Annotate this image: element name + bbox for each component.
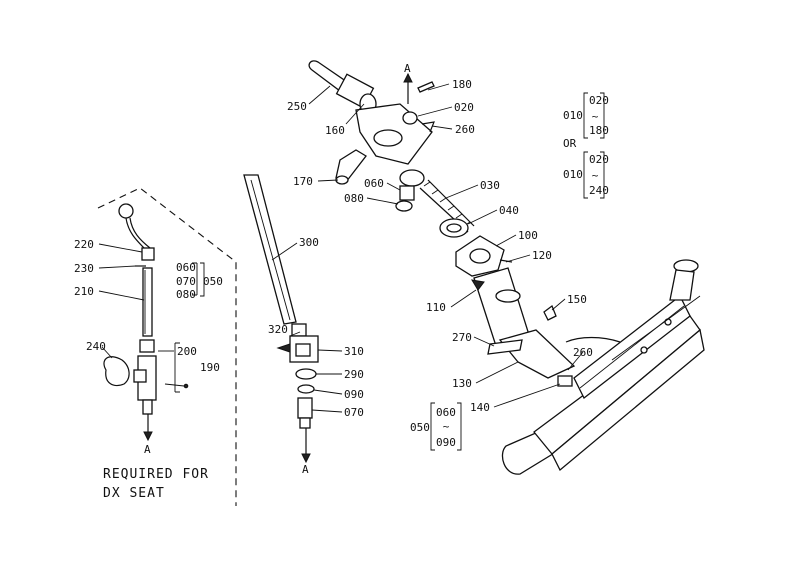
label-240: 240 xyxy=(86,340,106,353)
group-050-head: 050 xyxy=(203,275,223,288)
label-020: 020 xyxy=(454,101,474,114)
label-220: 220 xyxy=(74,238,94,251)
leader-lines-upper xyxy=(308,83,584,408)
label-060-mid: 060 xyxy=(364,177,384,190)
alternate-groups: ~ ~ ~ xyxy=(200,92,605,451)
label-270: 270 xyxy=(452,331,472,344)
label-030: 030 xyxy=(480,179,500,192)
part-labels: 250 160 A 180 020 260 170 060 080 030 04… xyxy=(74,62,609,476)
label-110: 110 xyxy=(426,301,446,314)
label-080-mid: 080 xyxy=(344,192,364,205)
label-130: 130 xyxy=(452,377,472,390)
alt2-head: 010 xyxy=(563,168,583,181)
alt1-head: 010 xyxy=(563,109,583,122)
label-310: 310 xyxy=(344,345,364,358)
group-050-080: 080 xyxy=(176,288,196,301)
label-a-mid: A xyxy=(302,463,309,476)
dx-seat-boundary xyxy=(97,187,237,506)
label-090-mid: 090 xyxy=(344,388,364,401)
label-120: 120 xyxy=(532,249,552,262)
note-line-1: REQUIRED FOR xyxy=(103,467,209,482)
label-290: 290 xyxy=(344,368,364,381)
base-frame xyxy=(501,259,705,475)
low050-head: 050 xyxy=(410,421,430,434)
low050-tilde: ~ xyxy=(443,420,450,433)
label-150: 150 xyxy=(567,293,587,306)
dx-seat-lever-assembly xyxy=(103,203,189,442)
label-200: 200 xyxy=(177,345,197,358)
label-140: 140 xyxy=(470,401,490,414)
alt2-tilde: ~ xyxy=(592,169,599,182)
low050-bottom: 090 xyxy=(436,436,456,449)
dx-seat-note: REQUIRED FOR DX SEAT xyxy=(103,467,209,501)
leader-lines-left xyxy=(98,243,198,393)
label-260-low: 260 xyxy=(573,346,593,359)
low050-top: 060 xyxy=(436,406,456,419)
label-070-mid: 070 xyxy=(344,406,364,419)
label-320: 320 xyxy=(268,323,288,336)
label-260-top: 260 xyxy=(455,123,475,136)
group-050-070: 070 xyxy=(176,275,196,288)
group-050-060: 060 xyxy=(176,261,196,274)
alt2-top: 020 xyxy=(589,153,609,166)
alt1-bottom: 180 xyxy=(589,124,609,137)
leader-lines-middle xyxy=(271,242,343,413)
alt1-tilde: ~ xyxy=(592,110,599,123)
upper-lever-assembly xyxy=(308,60,576,387)
alt1-top: 020 xyxy=(589,94,609,107)
label-100: 100 xyxy=(518,229,538,242)
shift-rod-assembly xyxy=(243,174,319,464)
label-a-left: A xyxy=(144,443,151,456)
label-040: 040 xyxy=(499,204,519,217)
label-230: 230 xyxy=(74,262,94,275)
label-190: 190 xyxy=(200,361,220,374)
label-300: 300 xyxy=(299,236,319,249)
label-160: 160 xyxy=(325,124,345,137)
label-180: 180 xyxy=(452,78,472,91)
label-a-top: A xyxy=(404,62,411,75)
label-250: 250 xyxy=(287,100,307,113)
label-170: 170 xyxy=(293,175,313,188)
label-210: 210 xyxy=(74,285,94,298)
alt2-bottom: 240 xyxy=(589,184,609,197)
or-text: OR xyxy=(563,137,577,150)
note-line-2: DX SEAT xyxy=(103,486,165,501)
